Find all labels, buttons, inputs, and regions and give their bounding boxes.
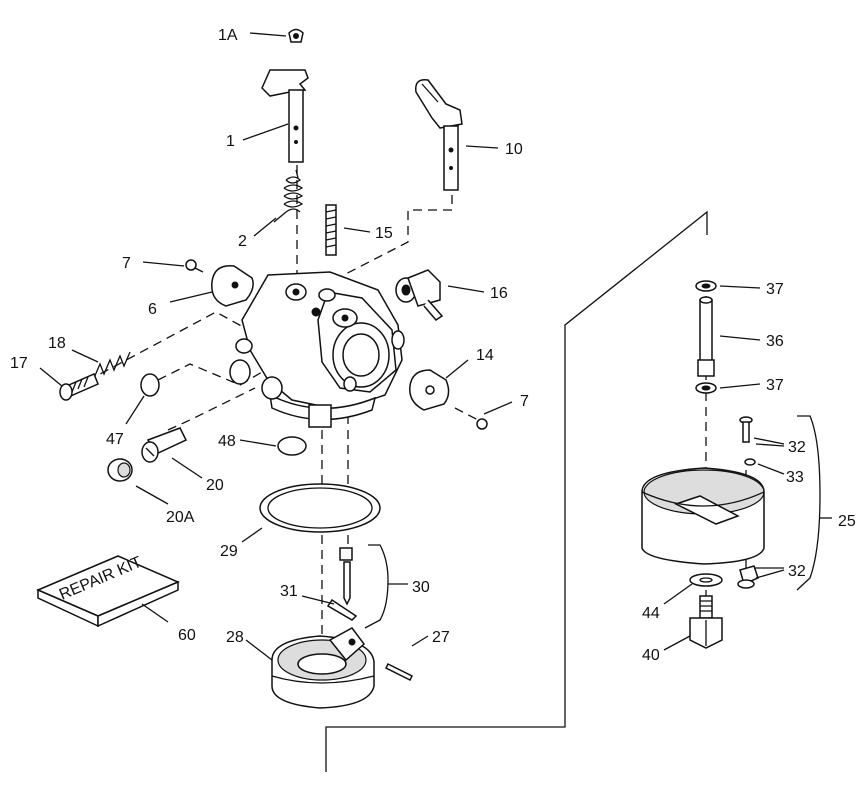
screw-7-lower [476,418,488,430]
label-30: 30 [412,579,430,596]
label-48: 48 [218,433,236,450]
plug-47 [140,373,160,397]
label-37-top: 37 [766,281,784,298]
leader-lines [39,32,832,661]
fuel-fitting-16 [395,269,444,321]
assembly-lines [73,165,747,675]
label-2: 2 [238,233,247,250]
plate-14 [409,369,450,411]
label-29: 29 [220,543,238,560]
washer-33 [744,458,756,466]
label-1A: 1A [218,27,238,44]
adjusting-screw-20 [141,427,188,463]
label-7-lower: 7 [520,393,529,410]
label-31: 31 [280,583,298,600]
label-14: 14 [476,347,494,364]
label-32-bottom: 32 [788,563,806,580]
label-40: 40 [642,647,660,664]
label-6: 6 [148,301,157,318]
washer-37-bottom [695,382,717,394]
label-10: 10 [505,141,523,158]
needle-30 [339,547,353,606]
label-60: 60 [178,627,196,644]
idle-screw-17 [59,373,99,401]
washer-37-top [695,280,717,292]
washer-44 [689,573,723,587]
bolt-32-top [739,416,753,443]
label-36: 36 [766,333,784,350]
label-47: 47 [106,431,124,448]
label-1: 1 [226,133,235,150]
label-32-top: 32 [788,439,806,456]
plate-6 [211,265,254,307]
float-28 [271,627,375,709]
label-17: 17 [10,355,28,372]
clip-1A [288,28,304,43]
throttle-shaft-10 [415,79,463,191]
pin-27 [384,662,414,682]
label-16: 16 [490,285,508,302]
label-27: 27 [432,629,450,646]
float-bowl-25 [641,467,765,565]
bowl-nut-40 [689,595,723,649]
label-20: 20 [206,477,224,494]
label-44: 44 [642,605,660,622]
clip-31 [326,598,358,621]
label-33: 33 [786,469,804,486]
label-28: 28 [226,629,244,646]
label-7-top: 7 [122,255,131,272]
label-25: 25 [838,513,856,530]
nut-32-bottom [737,565,759,589]
label-20A: 20A [166,509,195,526]
spring-18 [93,351,131,379]
screw-7-top [185,259,204,273]
gasket-48 [277,436,307,456]
spring-2 [273,169,304,223]
choke-shaft-1 [261,69,309,163]
group-outline [325,210,821,772]
label-15: 15 [375,225,393,242]
label-37-bottom: 37 [766,377,784,394]
carburetor-body [229,271,405,428]
part-labels: 1A 1 10 2 15 7 16 6 37 36 37 18 17 14 7 … [10,27,856,664]
label-18: 18 [48,335,66,352]
main-jet-tube-36 [697,296,715,377]
screw-15 [325,204,337,256]
cap-20A [107,458,133,482]
o-ring-29 [259,483,381,533]
